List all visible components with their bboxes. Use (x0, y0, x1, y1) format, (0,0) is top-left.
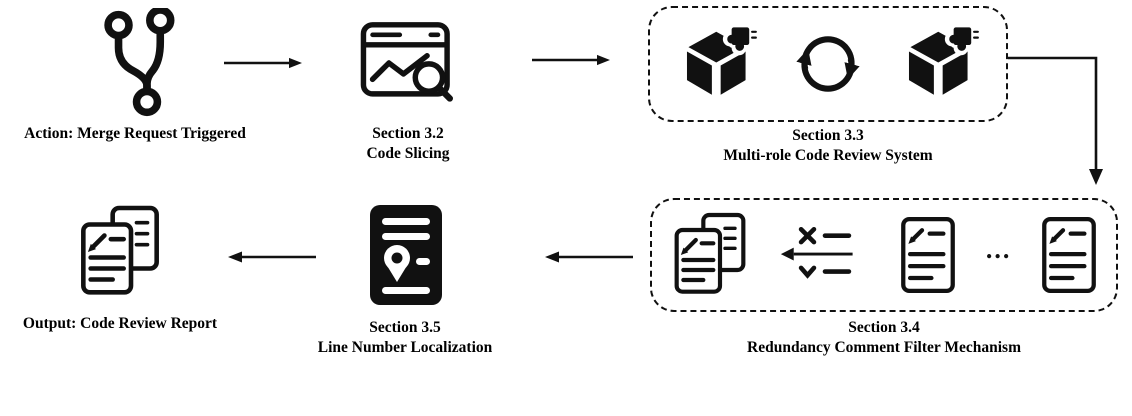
code-slicing-subtitle: Code Slicing (366, 145, 450, 162)
output-label-text: Output: Code Review Report (22, 315, 218, 332)
document-location-pin-icon (370, 205, 442, 305)
ellipsis-more-comments: ... (985, 235, 1012, 264)
module-cube-puzzle-icon (908, 24, 979, 95)
comment-doc-icon (901, 217, 956, 293)
output-label: Output: Code Review Report (0, 314, 240, 334)
code-slicing-label: Section 3.2 Code Slicing (328, 124, 488, 164)
merge-request-label: Action: Merge Request Triggered (5, 124, 265, 144)
line-localization-subtitle: Line Number Localization (317, 339, 493, 356)
code-slicing-title: Section 3.2 (372, 125, 444, 142)
code-analysis-window-icon (360, 22, 453, 102)
merge-request-label-text: Action: Merge Request Triggered (24, 125, 246, 142)
redundancy-filter-label: Section 3.4 Redundancy Comment Filter Me… (650, 318, 1118, 358)
filter-marks-icon (780, 226, 853, 279)
arrow-filter-to-localization (545, 251, 633, 263)
multi-role-label: Section 3.3 Multi-role Code Review Syste… (648, 126, 1008, 166)
module-cube-puzzle-icon (686, 24, 757, 95)
redundancy-filter-title: Section 3.4 (848, 319, 920, 336)
git-merge-icon (104, 8, 175, 117)
redundancy-filter-subtitle: Redundancy Comment Filter Mechanism (747, 339, 1021, 356)
line-localization-title: Section 3.5 (369, 319, 441, 336)
redundancy-filter-box: ... (650, 198, 1118, 312)
comment-doc-icon (1042, 217, 1096, 293)
arrow-merge-to-slicing (224, 57, 302, 69)
cycle-arrows-icon (796, 36, 860, 92)
arrow-slicing-to-multirole (532, 54, 610, 66)
multi-role-subtitle: Multi-role Code Review System (723, 147, 933, 164)
review-report-icon (81, 205, 159, 295)
line-localization-label: Section 3.5 Line Number Localization (305, 318, 505, 358)
multi-role-title: Section 3.3 (792, 127, 864, 144)
stacked-comments-icon (674, 212, 746, 294)
arrow-multirole-to-filter (1008, 56, 1103, 185)
multi-role-box (648, 6, 1008, 122)
arrow-localization-to-output (228, 251, 316, 263)
